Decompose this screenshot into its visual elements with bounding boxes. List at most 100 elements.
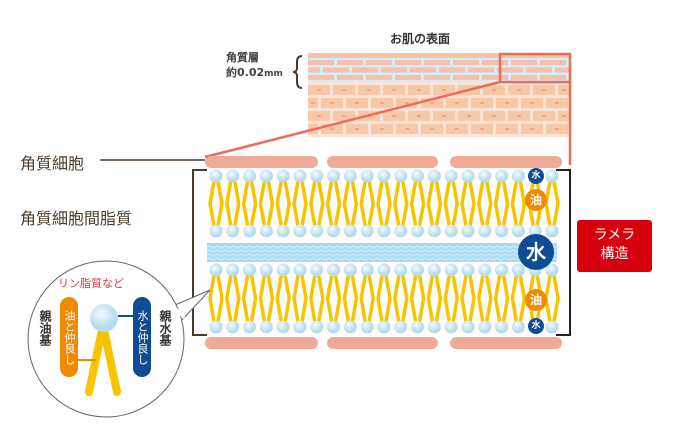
brick-dot (562, 89, 566, 91)
corneocyte-brick (453, 60, 479, 65)
corneocyte-brick (337, 75, 363, 80)
lipid-head (444, 169, 458, 183)
oil-friendly-pill: 油と仲良し (60, 297, 78, 377)
zoom-line-left (204, 80, 501, 159)
corneocyte-brick (323, 67, 349, 73)
brick-dot (430, 102, 434, 104)
lipid-head (293, 320, 307, 334)
brick-dot (417, 89, 421, 91)
lipid-head (226, 263, 240, 277)
lipid-head (495, 169, 509, 183)
brick-dot (311, 102, 315, 104)
lipid-head (327, 224, 341, 238)
lipid-head (478, 263, 492, 277)
brick-dot (442, 89, 446, 91)
brick-dot (480, 128, 484, 130)
brick-dot (342, 115, 346, 117)
lipid-tail (409, 175, 426, 232)
lipid-head (343, 320, 357, 334)
phospholipid-head (90, 304, 118, 332)
brick-dot (562, 115, 566, 117)
lipid-head (343, 169, 357, 183)
lipid-tail (292, 269, 308, 328)
lipid-tail (477, 269, 493, 328)
brick-dot (430, 128, 434, 130)
lipid-head (360, 224, 374, 238)
lipid-tail (275, 269, 291, 328)
corneocyte-brick (395, 60, 421, 65)
lipid-head (360, 263, 374, 277)
lipid-head (444, 263, 458, 277)
lipid-tail (325, 175, 342, 232)
lipid-head (377, 224, 391, 238)
corneocyte-brick (439, 67, 465, 73)
corneocyte-brick (453, 75, 479, 80)
brick-dot (392, 115, 396, 117)
lipid-head (343, 263, 357, 277)
lipid-head (394, 224, 408, 238)
lipid-head (478, 169, 492, 183)
brick-dot (505, 128, 509, 130)
stratum-corneum-title: 角質層 (226, 51, 259, 64)
lipid-head (226, 169, 240, 183)
lipid-head (259, 169, 273, 183)
stratum-corneum-label: 角質層 約0.02mm (226, 50, 283, 82)
lipid-head (478, 224, 492, 238)
lipid-head (310, 320, 324, 334)
water-friendly-pill: 水と仲良し (133, 297, 151, 377)
lipid-head (327, 320, 341, 334)
water-badge-small-bottom: 水 (528, 318, 544, 334)
lipid-head (293, 263, 307, 277)
lipid-tail (225, 175, 241, 232)
lipid-head (444, 224, 458, 238)
lipid-head (209, 263, 223, 277)
brick-dot (542, 89, 546, 91)
lipid-tail (493, 269, 510, 328)
lipid-head (377, 320, 391, 334)
corneocyte-brick (308, 75, 334, 80)
water-wave (206, 245, 560, 249)
brick-dot (517, 89, 521, 91)
lipid-tail (510, 175, 527, 232)
lipid-head (461, 263, 475, 277)
lipid-tail (292, 175, 308, 232)
corneocyte-top (205, 156, 318, 168)
lipid-head (327, 169, 341, 183)
corneocyte-brick (540, 75, 566, 80)
lipid-tail (443, 175, 459, 232)
brick-dot (505, 102, 509, 104)
brick-dot (355, 128, 359, 130)
thickness-brace (292, 55, 303, 89)
lipid-head (461, 169, 475, 183)
lipid-head (343, 224, 357, 238)
brick-dot (317, 89, 321, 91)
brick-dot (442, 115, 446, 117)
lamella-bracket (556, 169, 571, 336)
lipid-head (444, 320, 458, 334)
lipid-tail (544, 175, 560, 232)
corneocyte-brick (352, 67, 378, 73)
lipid-bracket (192, 169, 207, 336)
brick-dot (405, 102, 409, 104)
lipid-tail (342, 269, 359, 328)
lipid-head (511, 320, 525, 334)
corneocyte-brick (366, 75, 392, 80)
brick-dot (492, 115, 496, 117)
lipid-head (293, 169, 307, 183)
lipid-head (259, 263, 273, 277)
callout-gap (174, 308, 186, 319)
lipid-head (427, 224, 441, 238)
water-wave (206, 249, 560, 253)
lipid-tail (325, 269, 342, 328)
brick-dot (367, 89, 371, 91)
corneocyte-brick (381, 67, 407, 73)
lipid-tail (544, 269, 560, 328)
lipid-head (360, 320, 374, 334)
brick-dot (342, 89, 346, 91)
lipid-tail (208, 175, 224, 232)
brick-dot (455, 102, 459, 104)
lipid-tail (426, 175, 443, 232)
skin-surface-label: お肌の表面 (390, 32, 451, 46)
lipid-tail (460, 175, 476, 232)
